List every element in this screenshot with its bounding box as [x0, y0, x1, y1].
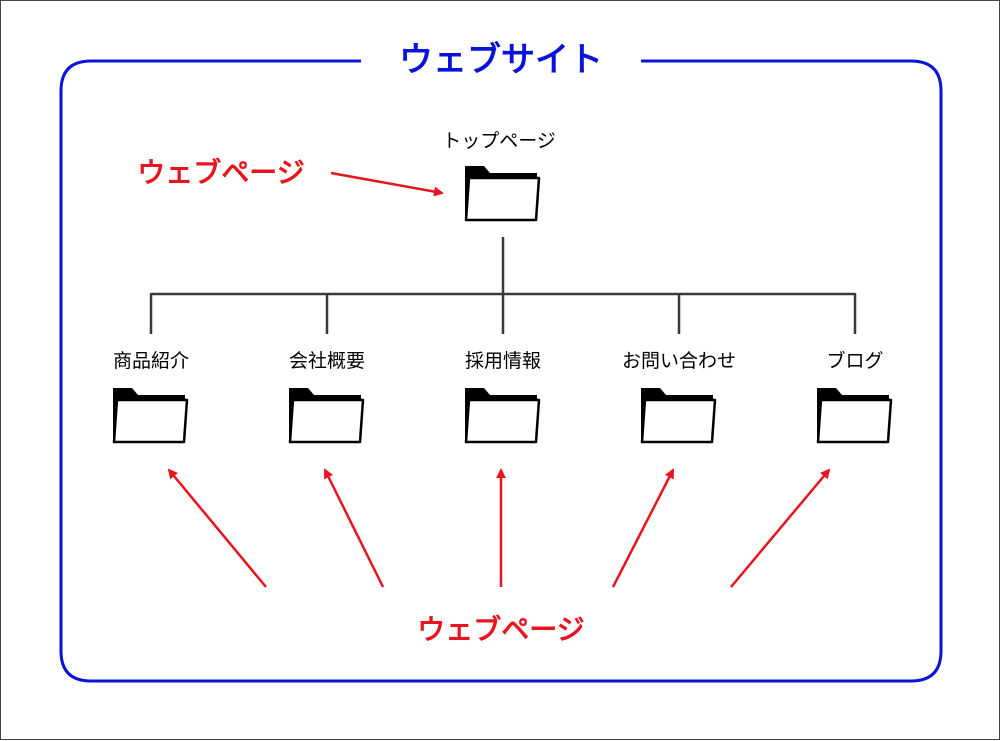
arrow-to-blog — [730, 468, 831, 588]
child-page-blog: ブログ — [815, 349, 893, 444]
child-page-label: ブログ — [826, 349, 883, 372]
folder-icon — [463, 386, 541, 444]
webpage-label-top: ウェブページ — [137, 156, 304, 189]
website-frame — [59, 59, 943, 683]
child-page-toiawase: お問い合わせ — [622, 350, 736, 444]
child-page-kaisha: 会社概要 — [287, 350, 365, 444]
folder-icon — [815, 386, 893, 444]
folder-icon — [287, 386, 365, 444]
folder-icon — [639, 386, 717, 444]
webpage-label-bottom: ウェブページ — [417, 613, 584, 646]
arrow-to-shohin — [167, 468, 267, 588]
arrows-to-child-pages — [167, 468, 831, 588]
arrow-to-toiawase — [611, 468, 675, 588]
arrow-to-kaisha — [323, 468, 385, 588]
website-title: ウェブサイト — [399, 40, 603, 80]
child-page-label: 商品紹介 — [113, 350, 189, 372]
child-page-label: 会社概要 — [289, 350, 365, 372]
top-page-label: トップページ — [442, 130, 556, 152]
child-page-label: 採用情報 — [465, 350, 541, 372]
arrow-to-top-page — [330, 171, 444, 197]
folder-icon — [111, 386, 189, 444]
top-page-folder-icon — [463, 164, 541, 222]
child-page-shohin: 商品紹介 — [111, 350, 189, 444]
child-page-saiyo: 採用情報 — [463, 350, 541, 444]
child-page-label: お問い合わせ — [622, 350, 736, 372]
tree-connectors — [149, 237, 857, 334]
